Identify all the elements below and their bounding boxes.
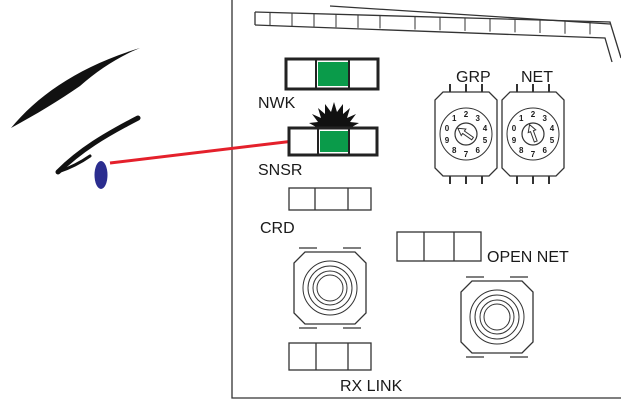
nwk-led-light (318, 62, 348, 86)
dial-digit: 1 (452, 114, 457, 123)
dial-digit: 9 (512, 136, 517, 145)
net-label: NET (521, 69, 553, 86)
crd-led-indicator (288, 187, 372, 211)
grp-label: GRP (456, 69, 491, 86)
dial-digit: 6 (476, 146, 481, 155)
dial-digit: 9 (445, 136, 450, 145)
dial-digit: 1 (519, 114, 524, 123)
rx-link-led-indicator (288, 342, 372, 371)
open-net-led-indicator (396, 231, 482, 262)
dial-digit: 7 (464, 150, 469, 159)
dial-digit: 8 (452, 146, 457, 155)
board-edge-connector (254, 11, 621, 63)
dial-digit: 2 (464, 110, 469, 119)
rx-link-label: RX LINK (340, 378, 403, 395)
dial-digit: 0 (512, 124, 517, 133)
snsr-blink-burst (309, 102, 359, 128)
sight-arrow (109, 132, 312, 165)
dial-digit: 6 (543, 146, 548, 155)
dial-digit: 4 (550, 124, 555, 133)
open-net-push-button (460, 276, 534, 358)
dial-digit: 0 (445, 124, 450, 133)
dial-digit: 8 (519, 146, 524, 155)
crd-label: CRD (260, 220, 295, 237)
dial-digit: 3 (476, 114, 481, 123)
dial-digit: 7 (531, 150, 536, 159)
eye-pupil (94, 161, 108, 189)
dial-digit: 2 (531, 110, 536, 119)
dial-digit: 5 (550, 136, 555, 145)
snsr-led-light (320, 131, 348, 152)
nwk-led-indicator (284, 57, 380, 91)
link-push-button (293, 247, 367, 329)
dial-digit: 5 (483, 136, 488, 145)
nwk-label: NWK (258, 95, 296, 112)
dial-digit: 4 (483, 124, 488, 133)
eye-icon (11, 48, 141, 189)
open-net-label: OPEN NET (487, 249, 569, 266)
dial-digit: 3 (543, 114, 548, 123)
snsr-led-indicator (287, 126, 379, 157)
snsr-label: SNSR (258, 162, 302, 179)
